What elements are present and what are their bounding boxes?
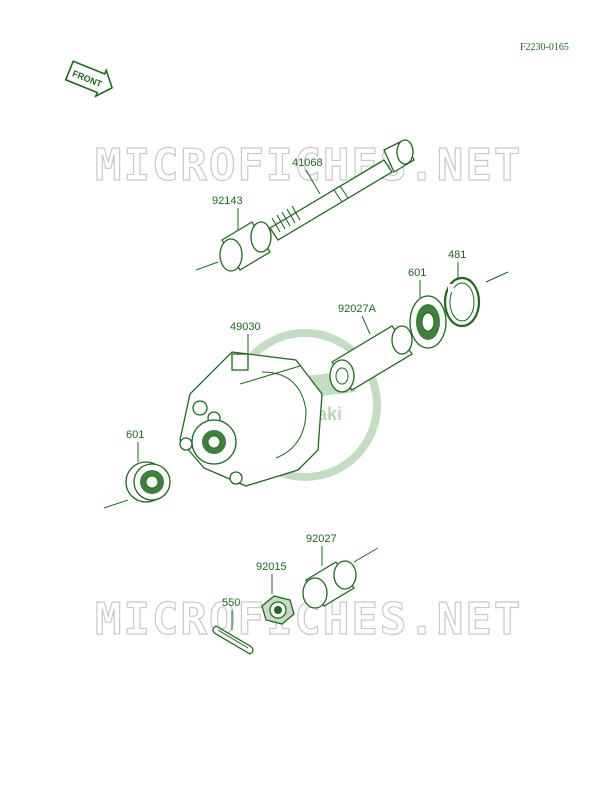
label-41068: 41068: [292, 157, 323, 169]
collar-92027: [302, 560, 357, 609]
collar-92143: [219, 221, 272, 272]
label-601-lower: 601: [126, 429, 144, 441]
nut-92015: [261, 595, 295, 625]
label-49030: 49030: [230, 321, 261, 333]
leader-92027-b: [353, 547, 379, 563]
bearing-601-upper: [409, 295, 447, 349]
front-arrow-icon: FRONT: [64, 60, 114, 98]
label-601-upper: 601: [408, 267, 426, 279]
leader-92143-b: [195, 261, 219, 271]
label-481: 481: [448, 249, 466, 261]
diagram-code: F2230-0165: [520, 42, 569, 53]
leader-481-b: [485, 271, 509, 283]
label-92015: 92015: [256, 561, 287, 573]
bearing-601-lower: [125, 461, 171, 503]
label-92027A: 92027A: [338, 303, 377, 315]
hub-49030: [179, 351, 323, 487]
leader-92027A: [361, 315, 371, 335]
watermark-top: MICROFICHES.NET: [95, 140, 522, 191]
leader-41068: [305, 169, 321, 195]
leader-601-lower-b: [103, 499, 129, 509]
spacer-92027A: [329, 325, 413, 393]
cotter-pin-550: [212, 625, 254, 655]
circlip-481: [443, 276, 481, 328]
axle-41068: [269, 139, 415, 241]
label-92143: 92143: [212, 195, 243, 207]
label-92027: 92027: [306, 533, 337, 545]
label-550: 550: [222, 597, 240, 609]
